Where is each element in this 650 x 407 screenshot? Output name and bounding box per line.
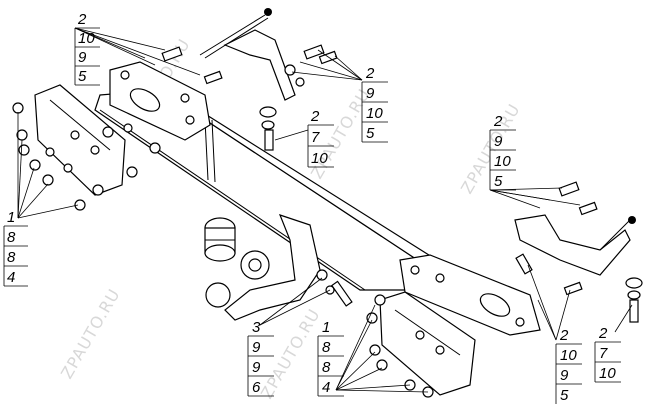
- callout-number: 9: [494, 133, 503, 150]
- watermark-3: ZPAUTO.RU: [457, 100, 524, 197]
- callout-number: 8: [7, 249, 16, 266]
- callout-center-bracket: 2 7 10: [307, 108, 334, 168]
- callout-number: 9: [366, 85, 375, 102]
- callout-top-left: 2 10 9 5: [74, 11, 100, 86]
- callout-number: 1: [7, 209, 15, 226]
- callout-number: 5: [366, 125, 375, 142]
- callout-number: 3: [252, 319, 261, 336]
- callout-bottom-ball: 3 9 9 6: [247, 319, 274, 397]
- callout-number: 2: [598, 325, 608, 342]
- left-mounting-plate: [109, 61, 211, 141]
- callout-bottom-center: 1 8 8 4: [317, 319, 344, 397]
- wire-bracket-right: [514, 214, 636, 276]
- callout-number: 5: [494, 173, 503, 190]
- left-side-bracket: [34, 84, 126, 196]
- fasteners: [12, 44, 643, 398]
- tow-hook: [205, 214, 321, 321]
- callout-number: 9: [560, 367, 569, 384]
- callout-number: 2: [493, 113, 503, 130]
- callout-number: 8: [322, 359, 331, 376]
- callout-number: 2: [365, 65, 375, 82]
- callout-number: 10: [311, 150, 328, 167]
- callout-number: 9: [78, 49, 87, 66]
- callout-top-middle: 2 9 10 5: [361, 65, 388, 143]
- wire-bracket-top: [199, 8, 296, 101]
- callout-number: 10: [78, 30, 95, 47]
- callout-number: 9: [252, 339, 261, 356]
- callout-number: 1: [322, 319, 330, 336]
- callout-bottom-right-a: 2 10 9 5: [555, 327, 582, 404]
- callout-number: 9: [252, 359, 261, 376]
- leader-lines: [17, 27, 633, 393]
- callout-number: 10: [599, 365, 616, 382]
- callout-number: 2: [559, 327, 569, 344]
- callout-right-upper: 2 9 10 5: [489, 113, 516, 191]
- callout-left-lower: 1 8 8 4: [3, 209, 28, 287]
- watermark-4: ZPAUTO.RU: [57, 285, 124, 382]
- callout-number: 2: [310, 108, 320, 125]
- callout-number: 5: [560, 387, 569, 404]
- callout-number: 7: [311, 129, 320, 146]
- callout-number: 10: [560, 347, 577, 364]
- callout-number: 7: [599, 345, 608, 362]
- callout-number: 2: [77, 11, 87, 28]
- callout-number: 4: [7, 269, 15, 286]
- callout-number: 4: [322, 379, 330, 396]
- callout-number: 10: [366, 105, 383, 122]
- callout-number: 5: [78, 68, 87, 85]
- tow-ball: [204, 217, 236, 262]
- callout-number: 8: [322, 339, 331, 356]
- callout-bottom-right-b: 2 7 10: [594, 325, 621, 383]
- callout-number: 8: [7, 229, 16, 246]
- callout-number: 10: [494, 153, 511, 170]
- callout-number: 6: [252, 379, 261, 396]
- bottom-side-bracket: [379, 291, 476, 396]
